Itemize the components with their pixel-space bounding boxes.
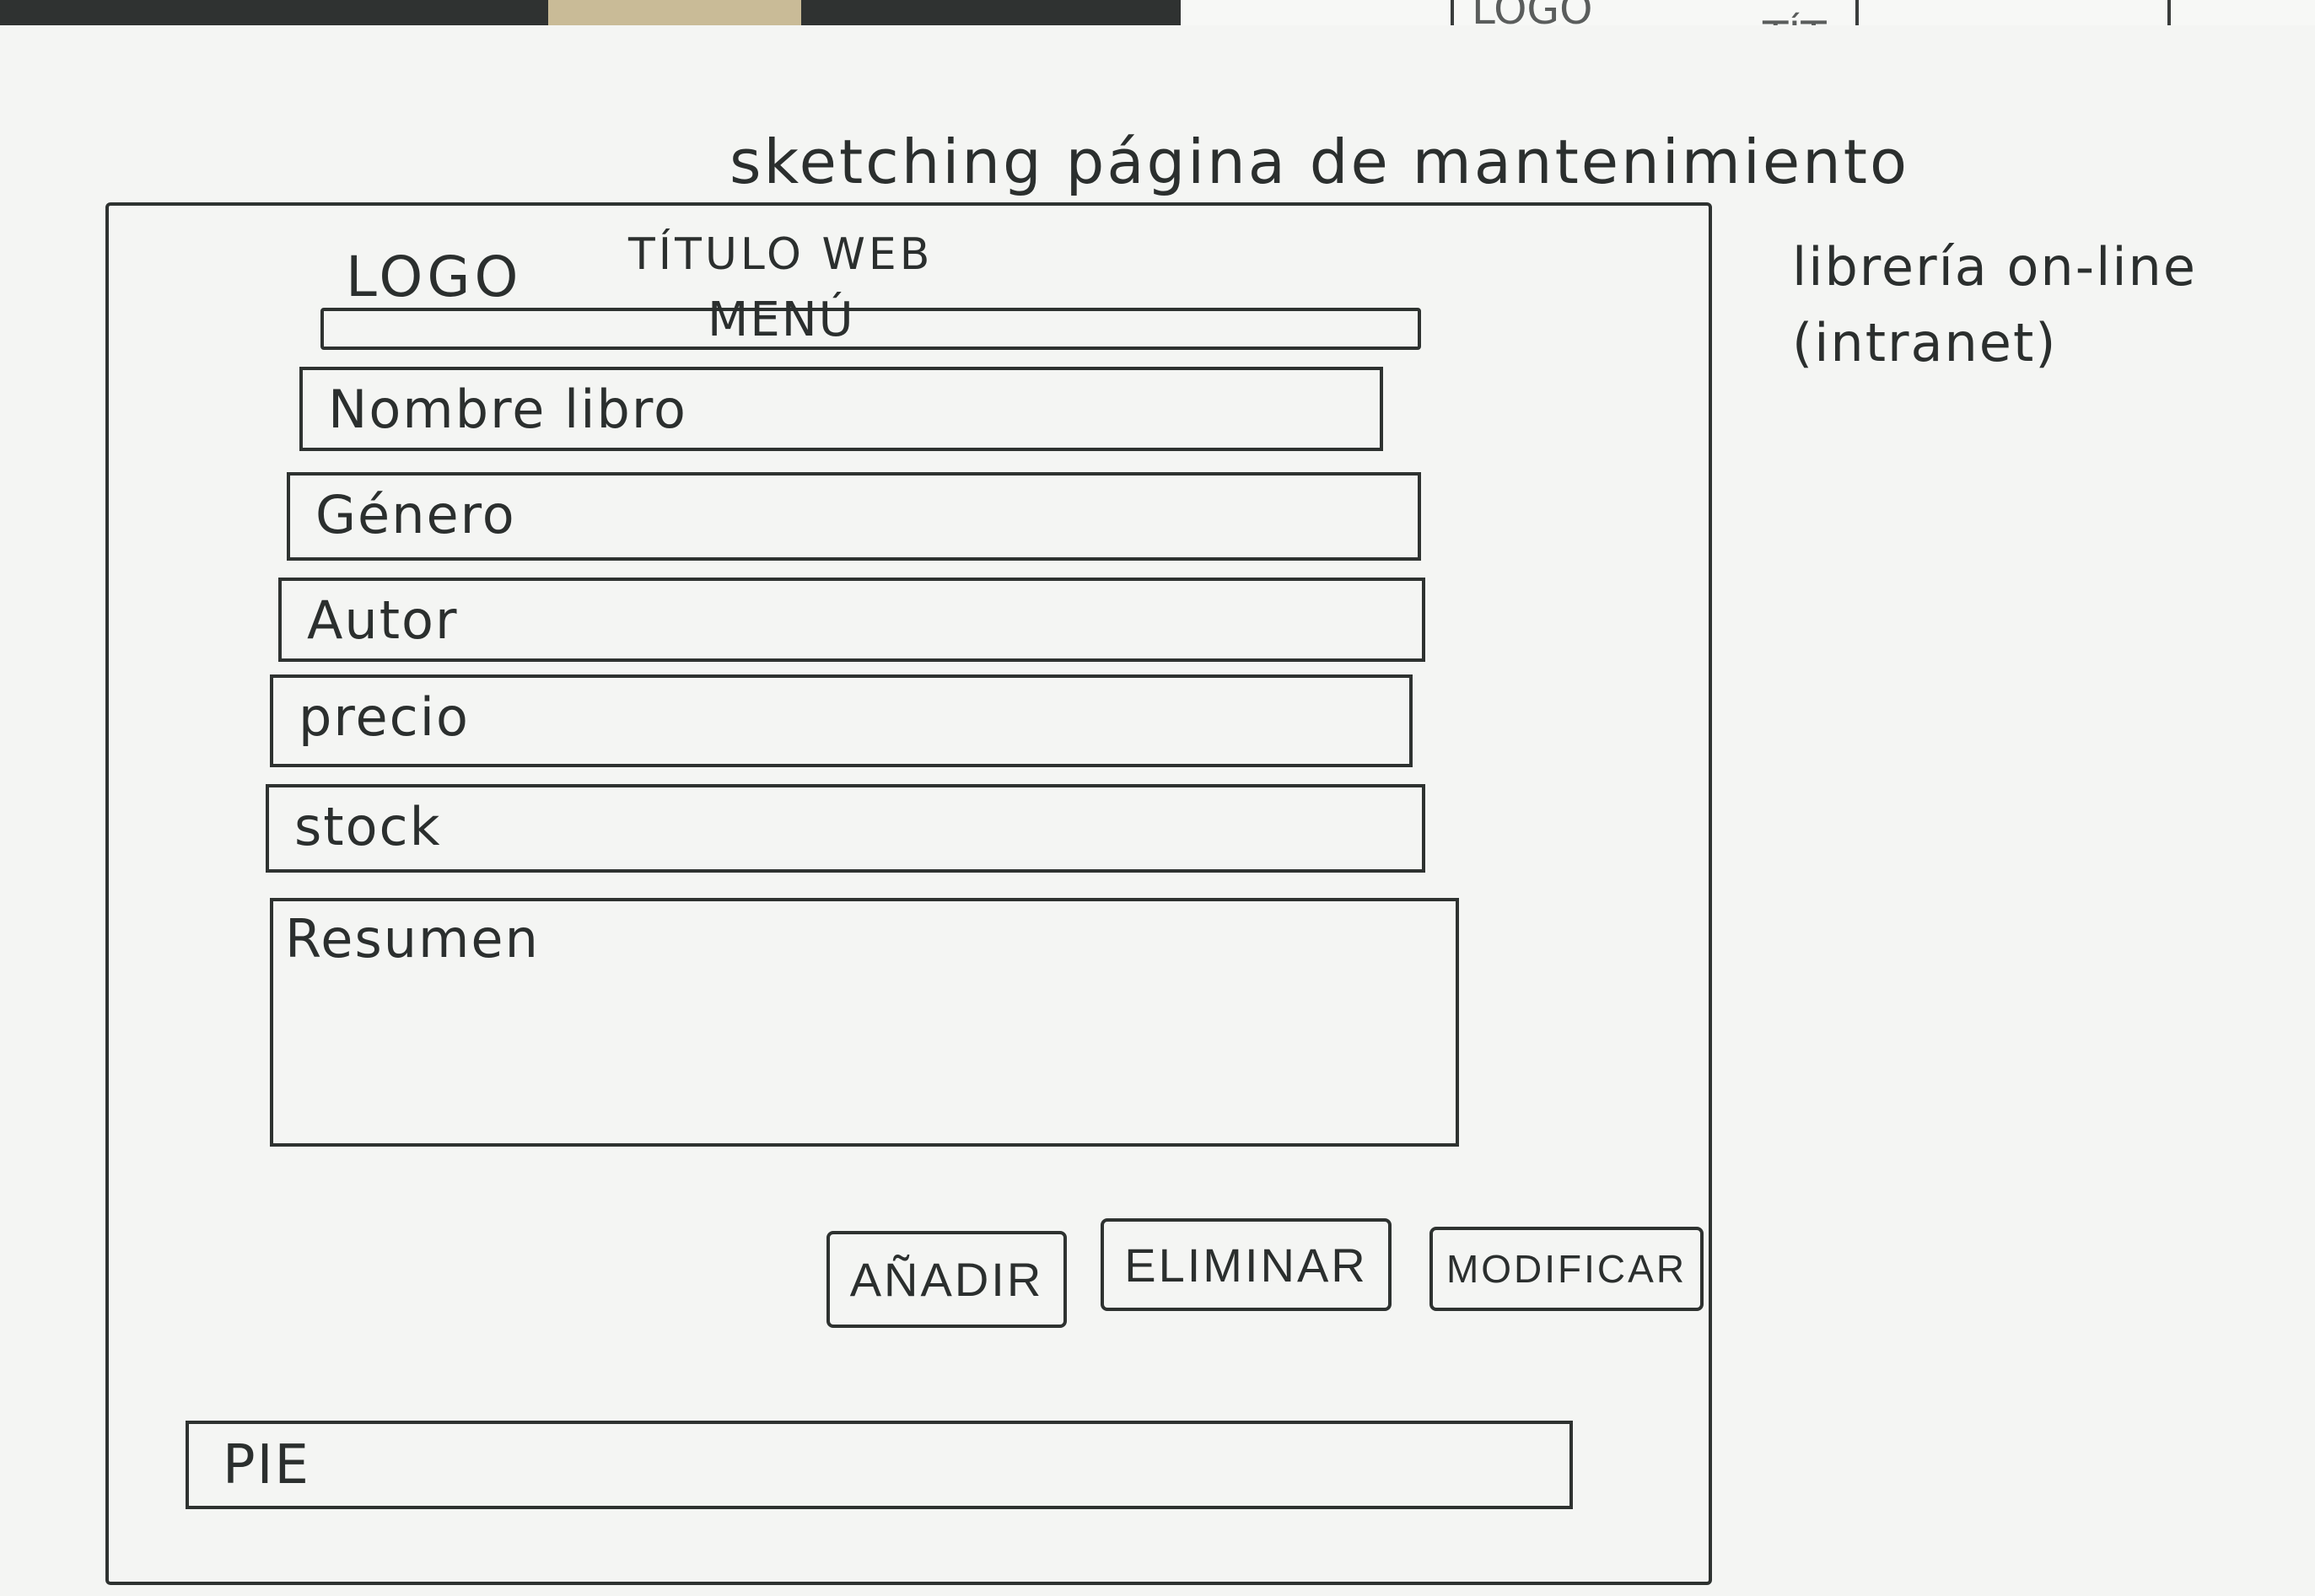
field-author[interactable]: Autor (278, 578, 1425, 662)
menu-label: MENÚ (708, 293, 855, 347)
paper-sheet (0, 25, 2315, 1596)
sketch-heading: sketching página de mantenimiento (729, 126, 1910, 197)
side-note-library: librería on-line (1792, 236, 2197, 298)
field-label: Autor (307, 589, 459, 651)
field-price[interactable]: precio (270, 674, 1413, 767)
field-label: Nombre libro (328, 379, 687, 440)
delete-button[interactable]: ELIMINAR (1101, 1218, 1392, 1311)
field-genre[interactable]: Género (287, 472, 1421, 561)
field-label: Género (315, 484, 516, 545)
wireframe-page-frame (105, 202, 1712, 1585)
header-logo: LOGO (346, 245, 523, 309)
header-title: TÍTULO WEB (628, 229, 934, 280)
main-menu-bar[interactable]: MENÚ (320, 293, 1421, 350)
side-note-intranet: (intranet) (1792, 312, 2058, 373)
modify-button[interactable]: MODIFICAR (1429, 1227, 1704, 1311)
footer-label: PIE (223, 1434, 310, 1497)
field-stock[interactable]: stock (266, 784, 1425, 873)
field-label: stock (294, 796, 442, 857)
field-label: precio (299, 686, 470, 748)
add-button[interactable]: AÑADIR (826, 1231, 1067, 1328)
field-summary-textarea[interactable]: Resumen (270, 898, 1459, 1147)
field-label: Resumen (285, 908, 540, 970)
footer-bar: PIE (186, 1421, 1573, 1509)
field-book-name[interactable]: Nombre libro (299, 367, 1383, 451)
